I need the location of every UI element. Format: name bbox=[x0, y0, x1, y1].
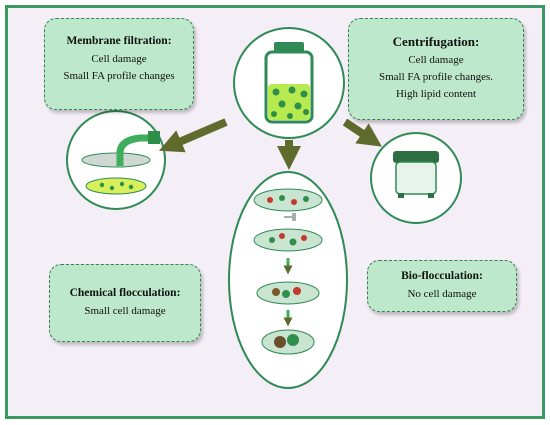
arrow-to-centrifuge bbox=[342, 118, 382, 147]
flocculation-illustration bbox=[228, 171, 348, 389]
membrane-line-1: Cell damage bbox=[91, 52, 147, 65]
filter-disc bbox=[81, 152, 151, 168]
centrifugation-line-2: Small FA profile changes. bbox=[378, 71, 494, 84]
plus-icon bbox=[284, 213, 296, 221]
bio-title: Bio-flocculation: bbox=[401, 270, 483, 282]
arrow-to-membrane bbox=[158, 118, 228, 153]
membrane-title: Membrane filtration: bbox=[66, 35, 172, 47]
chemical-line-1: Small cell damage bbox=[84, 304, 166, 317]
centrifugation-title: Centrifugation: bbox=[392, 34, 480, 49]
centrifugation-box: Centrifugation: Cell damage Small FA pro… bbox=[348, 18, 524, 120]
dish-1-cells bbox=[267, 195, 309, 205]
centrifuge-body bbox=[395, 161, 437, 195]
dish-4-flocs bbox=[274, 334, 299, 348]
centrifugation-line-1: Cell damage bbox=[408, 54, 464, 67]
filtered-biomass bbox=[85, 177, 147, 195]
filter-nozzle bbox=[148, 131, 160, 144]
dish-2-cells bbox=[269, 233, 307, 246]
filter-tube bbox=[116, 134, 150, 166]
culture-bottle-group bbox=[233, 27, 345, 139]
chemical-flocculation-box: Chemical flocculation: Small cell damage bbox=[49, 264, 201, 342]
membrane-filtration-box: Membrane filtration: Cell damage Small F… bbox=[44, 18, 194, 110]
bio-line-1: No cell damage bbox=[407, 287, 477, 300]
dish-3-cells bbox=[272, 287, 301, 298]
centrifugation-line-3: High lipid content bbox=[395, 88, 477, 101]
dish-2 bbox=[253, 228, 323, 252]
membrane-filtration-illustration bbox=[66, 110, 166, 210]
microalgae-cells bbox=[271, 86, 309, 119]
flocculation-ellipse bbox=[228, 171, 348, 389]
membrane-line-2: Small FA profile changes bbox=[63, 69, 175, 82]
centrifuge-illustration bbox=[370, 132, 462, 224]
chemical-title: Chemical flocculation: bbox=[69, 287, 181, 299]
centrifuge-foot-right bbox=[428, 193, 434, 198]
centrifuge-lid bbox=[393, 151, 439, 163]
bottle-cap bbox=[274, 42, 304, 53]
filtered-cells bbox=[99, 181, 134, 191]
bio-flocculation-box: Bio-flocculation: No cell damage bbox=[367, 260, 517, 312]
dish-1 bbox=[253, 188, 323, 212]
centrifuge-foot-left bbox=[398, 193, 404, 198]
